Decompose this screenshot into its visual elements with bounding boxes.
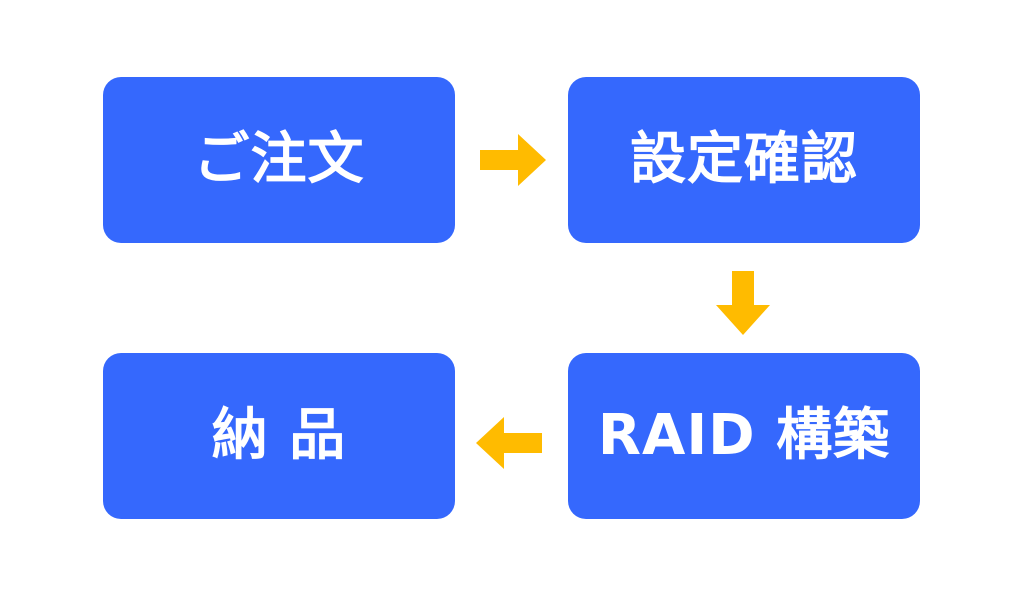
step-settings-confirmation-label: 設定確認 [630, 127, 858, 192]
step-order-label: ご注文 [193, 127, 365, 192]
step-raid-build: RAID 構築 [568, 353, 920, 519]
arrow-left-icon [476, 417, 542, 469]
step-raid-build-label: RAID 構築 [597, 403, 891, 468]
step-delivery-label: 納 品 [211, 403, 347, 468]
step-delivery: 納 品 [103, 353, 455, 519]
arrow-right-icon [480, 134, 546, 186]
step-order: ご注文 [103, 77, 455, 243]
step-settings-confirmation: 設定確認 [568, 77, 920, 243]
arrow-down-icon [716, 271, 770, 335]
